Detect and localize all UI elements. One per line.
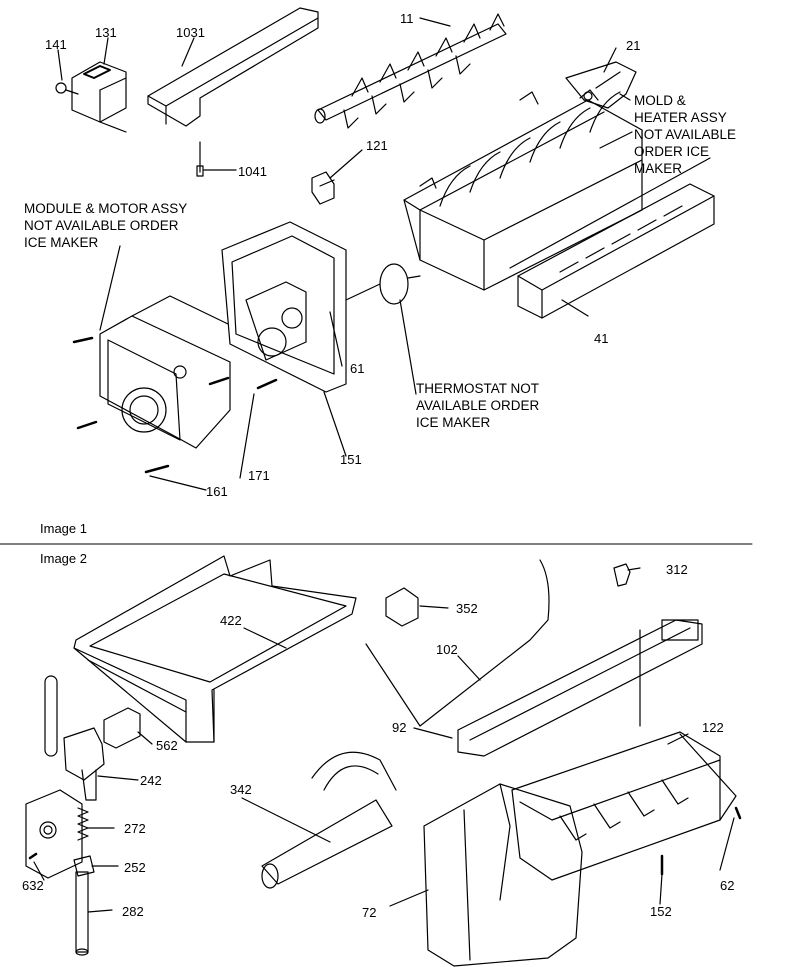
image-2-caption: Image 2 [40, 551, 87, 566]
mold-heater-note: MOLD & HEATER ASSY NOT AVAILABLE ORDER I… [634, 93, 737, 176]
valve-242-drawing [25, 727, 105, 879]
part-label-562: 562 [156, 738, 178, 753]
part-label-1041: 1041 [238, 164, 267, 179]
part-label-122: 122 [702, 720, 724, 735]
clip-352-drawing [385, 587, 419, 627]
part-label-161: 161 [206, 484, 228, 499]
thermostat-drawing [345, 263, 421, 305]
part-label-61: 61 [350, 361, 365, 376]
part-label-102: 102 [436, 642, 458, 657]
part-label-1031: 1031 [176, 25, 205, 40]
part-label-282: 282 [122, 904, 144, 919]
bracket-131-drawing [71, 61, 127, 133]
ice-maker-122-drawing [511, 731, 737, 881]
harness-92-drawing [457, 619, 703, 757]
part-label-41: 41 [594, 331, 609, 346]
part-label-352: 352 [456, 601, 478, 616]
fill-tube-342-drawing [261, 751, 397, 889]
part-label-312: 312 [666, 562, 688, 577]
spring-272-drawing [77, 807, 89, 841]
image-1-caption: Image 1 [40, 521, 87, 536]
part-label-422: 422 [220, 613, 242, 628]
part-label-632: 632 [22, 878, 44, 893]
part-label-272: 272 [124, 821, 146, 836]
part-label-252: 252 [124, 860, 146, 875]
part-label-131: 131 [95, 25, 117, 40]
part-label-62: 62 [720, 878, 735, 893]
clip-121-drawing [311, 171, 335, 205]
shield-1031-drawing [147, 7, 319, 127]
connector-562-drawing [103, 707, 141, 749]
thermostat-note: THERMOSTAT NOT AVAILABLE ORDER ICE MAKER [416, 381, 540, 430]
part-label-141: 141 [45, 37, 67, 52]
part-label-242: 242 [140, 773, 162, 788]
module-motor-drawing [99, 295, 231, 449]
part-label-152: 152 [650, 904, 672, 919]
screw-1041-drawing [196, 141, 204, 177]
nut-252-drawing [73, 855, 95, 877]
ejector-11-drawing [314, 13, 507, 129]
part-label-21: 21 [626, 38, 641, 53]
housing-151-drawing [221, 221, 347, 393]
fill-cup-41-drawing [509, 157, 715, 319]
part-label-121: 121 [366, 138, 388, 153]
plug-312-drawing [613, 563, 631, 587]
bin-422-drawing [73, 555, 357, 743]
part-label-11: 11 [400, 11, 414, 26]
part-label-151: 151 [340, 452, 362, 467]
heater-21-drawing [565, 61, 637, 109]
screw-141-drawing [55, 82, 79, 95]
part-label-171: 171 [248, 468, 270, 483]
arm-102-drawing [365, 559, 550, 727]
part-label-342: 342 [230, 782, 252, 797]
part-label-72: 72 [362, 905, 377, 920]
cover-72-drawing [423, 783, 583, 967]
part-label-92: 92 [392, 720, 407, 735]
module-motor-note: MODULE & MOTOR ASSY NOT AVAILABLE ORDER … [24, 201, 188, 250]
mold-assembly-drawing [403, 89, 643, 291]
